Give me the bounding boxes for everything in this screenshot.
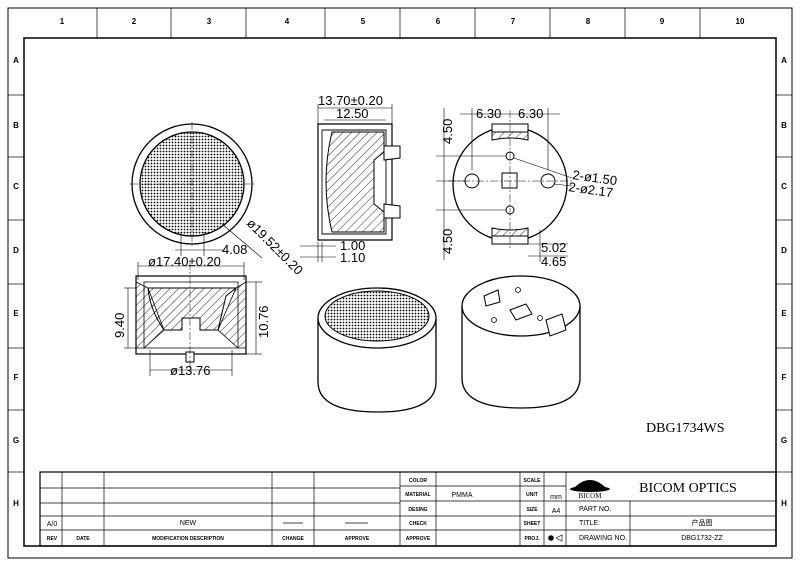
row-markers (8, 94, 792, 473)
pin-1-dim: 5.02 (541, 240, 566, 255)
title-value: 产品图 (692, 518, 713, 527)
approve-label: APPROVE (406, 536, 431, 542)
rev-description: NEW (180, 520, 197, 527)
drawing-no-label: DRAWING NO. (579, 535, 627, 542)
header-approve: APPROVE (345, 536, 370, 542)
row-label-f-right: F (782, 373, 787, 382)
col-label-3: 3 (207, 17, 212, 26)
col-label-5: 5 (361, 17, 366, 26)
back-view (436, 108, 573, 262)
row-label-g-right: G (781, 436, 787, 445)
hole-large-dim: 2-ø2.17 (568, 179, 614, 200)
hole-small-dim: 2-ø1.50 (572, 167, 618, 188)
row-label-d-right: D (781, 246, 787, 255)
section-height-left-dim: 9.40 (112, 313, 127, 338)
scale-label: SCALE (524, 478, 542, 484)
row-label-a-right: A (781, 56, 787, 65)
model-label: DBG1734WS (646, 421, 725, 436)
row-label-d: D (13, 246, 19, 255)
unit-label: UNIT (526, 492, 538, 498)
desing-label: DESING (408, 507, 427, 513)
row-label-h: H (13, 499, 19, 508)
row-label-c-right: C (781, 182, 787, 191)
unit-value: mm (550, 494, 562, 501)
row-label-b: B (13, 121, 19, 130)
back-lower-dim: 4.50 (440, 229, 455, 254)
material-label: MATERIAL (405, 492, 430, 498)
col-label-8: 8 (586, 17, 591, 26)
section-diameter-dim: ø17.40±0.20 (148, 254, 221, 269)
front-view (130, 122, 263, 259)
col-label-2: 2 (132, 17, 137, 26)
section-bottom-diameter-dim: ø13.76 (170, 363, 210, 378)
rev-value: A/0 (47, 521, 58, 528)
title-label: TITLE: (579, 520, 600, 527)
iso-view-lens (317, 287, 437, 413)
row-label-a: A (13, 56, 19, 65)
iso-view-holder (461, 275, 581, 409)
bicom-logo (570, 480, 610, 492)
back-pitch-right-dim: 6.30 (518, 106, 543, 121)
material-value: PMMA (452, 492, 473, 499)
col-label-10: 10 (736, 17, 745, 26)
company-short: BICOM (579, 492, 603, 500)
bottom-section-view (124, 262, 262, 376)
projection-symbol (548, 534, 563, 542)
row-label-f: F (14, 373, 19, 382)
row-label-g: G (13, 436, 19, 445)
row-label-c: C (13, 182, 19, 191)
header-description: MODIFICATION DESCRIPTION (152, 536, 224, 542)
col-label-9: 9 (660, 17, 665, 26)
sheet-label: SHEET (524, 521, 541, 527)
company-name: BICOM OPTICS (639, 481, 737, 496)
row-label-e-right: E (781, 309, 787, 318)
row-label-h-right: H (781, 499, 787, 508)
side-width-outer-dim: 13.70±0.20 (318, 93, 383, 108)
proj-label: PROJ. (524, 536, 540, 542)
size-label: SIZE (526, 507, 538, 513)
section-height-right-dim: 10.76 (256, 305, 271, 338)
col-label-7: 7 (511, 17, 516, 26)
side-section-view (300, 104, 401, 262)
row-label-b-right: B (781, 121, 787, 130)
title-block (39, 471, 777, 547)
col-label-6: 6 (436, 17, 441, 26)
back-upper-dim: 4.50 (440, 119, 455, 144)
header-change: CHANGE (282, 536, 304, 542)
col-label-1: 1 (60, 17, 65, 26)
front-offset-dim: 4.08 (222, 242, 247, 257)
part-no-label: PART NO. (579, 506, 611, 513)
color-label: COLOR (409, 478, 427, 484)
side-thk-1-dim: 1.00 (340, 238, 365, 253)
check-label: CHECK (409, 521, 427, 527)
header-date: DATE (76, 536, 90, 542)
col-label-4: 4 (285, 17, 290, 26)
drawing-no-value: DBG1732-ZZ (681, 535, 723, 542)
side-thk-2-dim: 1.10 (340, 250, 365, 265)
header-rev: REV (47, 536, 58, 542)
row-label-e: E (13, 309, 19, 318)
column-markers (96, 8, 701, 38)
back-pitch-left-dim: 6.30 (476, 106, 501, 121)
size-value: A4 (552, 508, 561, 515)
pin-2-dim: 4.65 (541, 254, 566, 269)
front-diameter-dim: ø19.52±0.20 (244, 216, 306, 278)
side-width-inner-dim: 12.50 (336, 106, 369, 121)
